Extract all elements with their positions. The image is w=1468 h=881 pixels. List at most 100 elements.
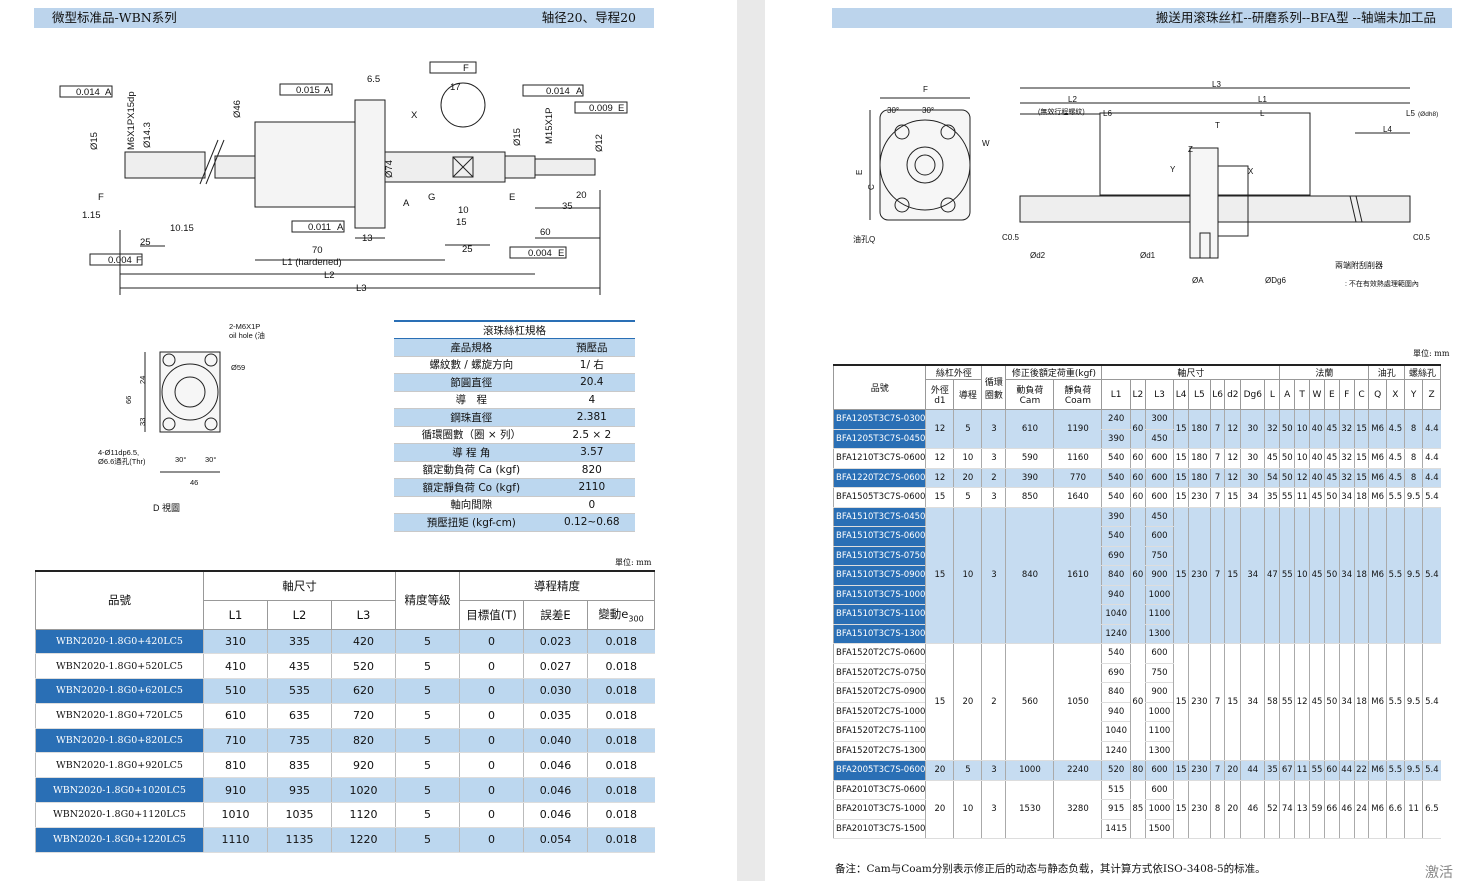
svg-text:oil hole (油孔): oil hole (油孔) (229, 330, 265, 340)
table-cell: 50 (1323, 507, 1340, 644)
table-cell: 770 (1053, 468, 1102, 488)
svg-text:G: G (428, 192, 435, 203)
activate-watermark: 激活 (1425, 865, 1453, 881)
table-cell: 0 (459, 827, 524, 853)
table-cell: 600 (1144, 468, 1174, 488)
table-cell: 7 (1209, 468, 1225, 488)
svg-text:0.004: 0.004 (108, 255, 132, 266)
table-cell: 40 (1309, 448, 1325, 469)
left-header-title: 微型标准品-WBN系列 (52, 10, 177, 25)
col-oil: 油孔 (1368, 364, 1405, 380)
table-cell: 435 (267, 653, 332, 680)
table-cell: 7 (1209, 760, 1225, 781)
svg-text:E: E (618, 103, 624, 114)
table-cell: 10 (1294, 507, 1310, 644)
table-cell: 6.6 (1385, 780, 1405, 839)
table-cell: 0 (459, 703, 524, 729)
svg-text:兩端附刮削器: 兩端附刮削器 (1335, 260, 1383, 270)
svg-text:A: A (576, 86, 583, 97)
table-cell: 940 (1101, 585, 1131, 605)
table-cell: 74 (1279, 780, 1295, 839)
svg-text:A: A (105, 87, 112, 98)
table-cell: 10 (953, 507, 982, 644)
table-cell: 540 (1101, 526, 1131, 547)
table-cell: 410 (203, 653, 268, 680)
table-cell: 560 (1005, 643, 1054, 761)
part-number: WBN2020-1.8G0+1220LC5 (35, 827, 204, 853)
table-cell: M6 (1368, 507, 1387, 644)
spec-label: 導 程 (394, 391, 549, 409)
table-cell: 8 (1209, 780, 1225, 839)
table-cell: 15 (1173, 760, 1189, 781)
part-number: BFA2010T3C7S-1500 (832, 819, 926, 839)
col-lead: 導程精度 (459, 570, 655, 601)
table-cell: 4.5 (1385, 468, 1405, 488)
table-cell: 15 (925, 643, 954, 761)
table-cell: 15 (1173, 409, 1189, 449)
table-cell: 12 (925, 409, 954, 449)
table-cell: 390 (1101, 507, 1131, 527)
svg-text:30°: 30° (175, 455, 186, 464)
table-cell: 10 (1294, 409, 1310, 449)
table-cell: 635 (267, 703, 332, 729)
spec-label: 軸向間隙 (394, 496, 549, 514)
svg-text:Y: Y (1170, 165, 1176, 174)
table-cell: 5 (395, 653, 460, 680)
table-cell: 67 (1279, 760, 1295, 781)
shaft-drawing: L3 L2 (無效行程螺紋) L6 L1 L L5 (Ødh8) L4 T Z … (1002, 80, 1438, 288)
table-cell: 46 (1338, 780, 1355, 839)
table-cell: 1240 (1101, 624, 1131, 644)
table-cell: 690 (1101, 546, 1131, 566)
table-cell: 600 (1144, 643, 1174, 664)
table-cell: 5 (953, 760, 982, 781)
spec-label: 螺紋數 / 螺旋方向 (394, 356, 549, 374)
table-cell: 54 (1264, 468, 1280, 488)
table-cell: 80 (1129, 760, 1146, 781)
svg-text:M15X1P: M15X1P (544, 108, 555, 144)
svg-text:10: 10 (458, 205, 469, 216)
table-cell: 850 (1005, 487, 1054, 508)
table-cell: 180 (1188, 468, 1211, 488)
table-cell: 12 (1224, 468, 1241, 488)
table-cell: 5 (395, 827, 460, 853)
part-number: BFA2005T3C7S-0600 (832, 760, 926, 781)
table-cell: 310 (203, 629, 268, 655)
left-unit: 單位: mm (615, 558, 652, 567)
svg-text:60: 60 (540, 227, 551, 238)
svg-text:1.15: 1.15 (82, 210, 101, 221)
table-cell: 0 (459, 728, 524, 754)
table-cell: 9.5 (1403, 643, 1423, 761)
svg-text:0.009: 0.009 (589, 103, 613, 114)
table-cell: 0.040 (523, 728, 588, 754)
svg-text:(Ødh8): (Ødh8) (1418, 111, 1438, 118)
spec-value: 0.12~0.68 (548, 513, 635, 532)
col-l3: L3 (331, 599, 396, 630)
part-number: WBN2020-1.8G0+1120LC5 (35, 802, 204, 828)
col-l1: L1 (203, 599, 268, 630)
table-cell: 85 (1129, 780, 1146, 839)
part-number: BFA1505T3C7S-0600 (832, 487, 926, 508)
col-d2: d2 (1224, 379, 1242, 410)
table-cell: M6 (1368, 448, 1387, 469)
table-cell: 620 (331, 678, 396, 704)
svg-text:6.5: 6.5 (367, 74, 380, 85)
col-x: X (1385, 379, 1406, 410)
table-cell: 5.4 (1422, 643, 1441, 761)
col-l4: L4 (1173, 379, 1190, 410)
table-cell: 10 (1294, 448, 1310, 469)
table-cell: 0.046 (523, 777, 588, 804)
table-cell: 5.4 (1422, 760, 1441, 781)
table-cell: 1500 (1144, 819, 1174, 839)
col-part: 品號 (35, 570, 204, 630)
svg-text:Ø12: Ø12 (594, 134, 605, 152)
col-shaft: 軸尺寸 (203, 570, 396, 601)
svg-text:30°: 30° (922, 106, 934, 115)
svg-text:Z: Z (1188, 145, 1193, 154)
